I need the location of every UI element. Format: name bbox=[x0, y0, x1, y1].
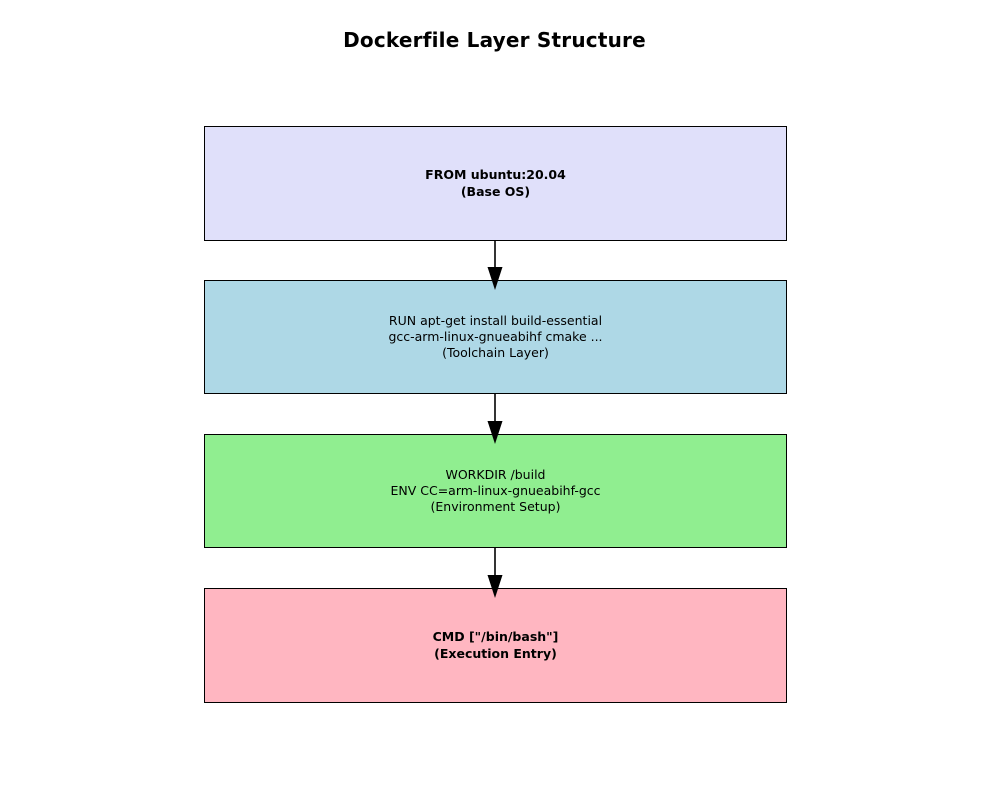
layer-execution-entry: CMD ["/bin/bash"] (Execution Entry) bbox=[204, 588, 787, 703]
layer-environment-label: WORKDIR /build ENV CC=arm-linux-gnueabih… bbox=[390, 466, 601, 515]
page-title: Dockerfile Layer Structure bbox=[343, 28, 646, 52]
layer-execution-entry-label: CMD ["/bin/bash"] (Execution Entry) bbox=[432, 629, 559, 661]
layer-base-os: FROM ubuntu:20.04 (Base OS) bbox=[204, 126, 787, 241]
layer-environment: WORKDIR /build ENV CC=arm-linux-gnueabih… bbox=[204, 434, 787, 548]
layer-toolchain-label: RUN apt-get install build-essential gcc-… bbox=[388, 312, 603, 361]
layer-base-os-label: FROM ubuntu:20.04 (Base OS) bbox=[425, 167, 566, 199]
layer-toolchain: RUN apt-get install build-essential gcc-… bbox=[204, 280, 787, 394]
